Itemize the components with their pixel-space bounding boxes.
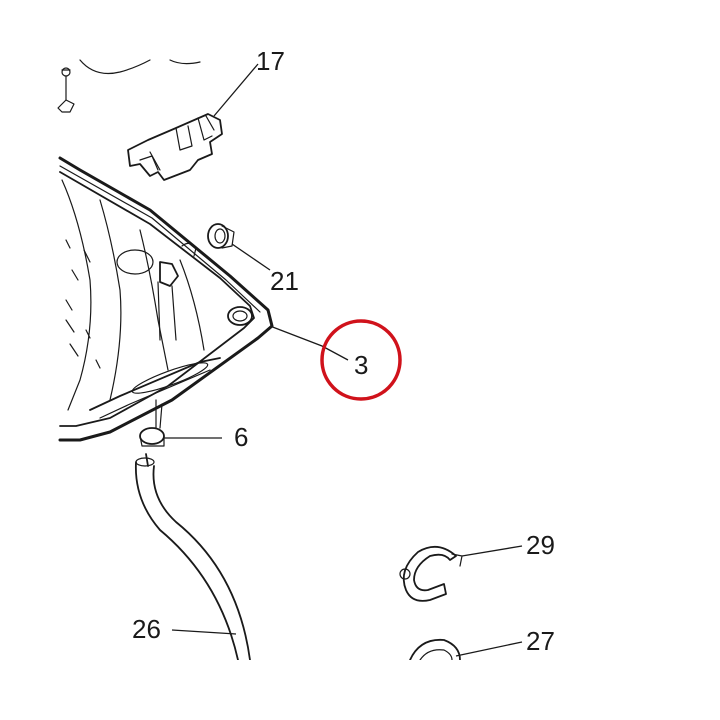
highlight-circle: [320, 319, 402, 401]
clip-part-27: [409, 638, 461, 661]
callout-26: 26: [132, 614, 161, 644]
drain-hose-part-26: [135, 453, 251, 661]
leader-21: [231, 243, 271, 271]
callout-29: 29: [526, 530, 555, 560]
upper-housing-fragment: [79, 59, 201, 75]
leader-17: [213, 63, 259, 117]
callout-17: 17: [256, 46, 285, 76]
leader-3: [269, 325, 349, 361]
c-clip-part-29: [399, 546, 463, 602]
callout-6: 6: [234, 422, 248, 452]
leader-29: [461, 545, 523, 557]
callout-21: 21: [270, 266, 299, 296]
latch-clip-part-17: [127, 113, 223, 181]
page-edge-mask: [0, 660, 720, 720]
callout-27: 27: [526, 626, 555, 656]
leader-27: [455, 641, 523, 657]
grommet-part-21: [207, 223, 235, 249]
callout-3: 3: [354, 350, 368, 380]
hose-clamp-part-6: [139, 399, 165, 447]
leader-26: [171, 629, 237, 635]
screw-part: [57, 67, 75, 113]
tub-basin-part-3: [58, 156, 274, 442]
